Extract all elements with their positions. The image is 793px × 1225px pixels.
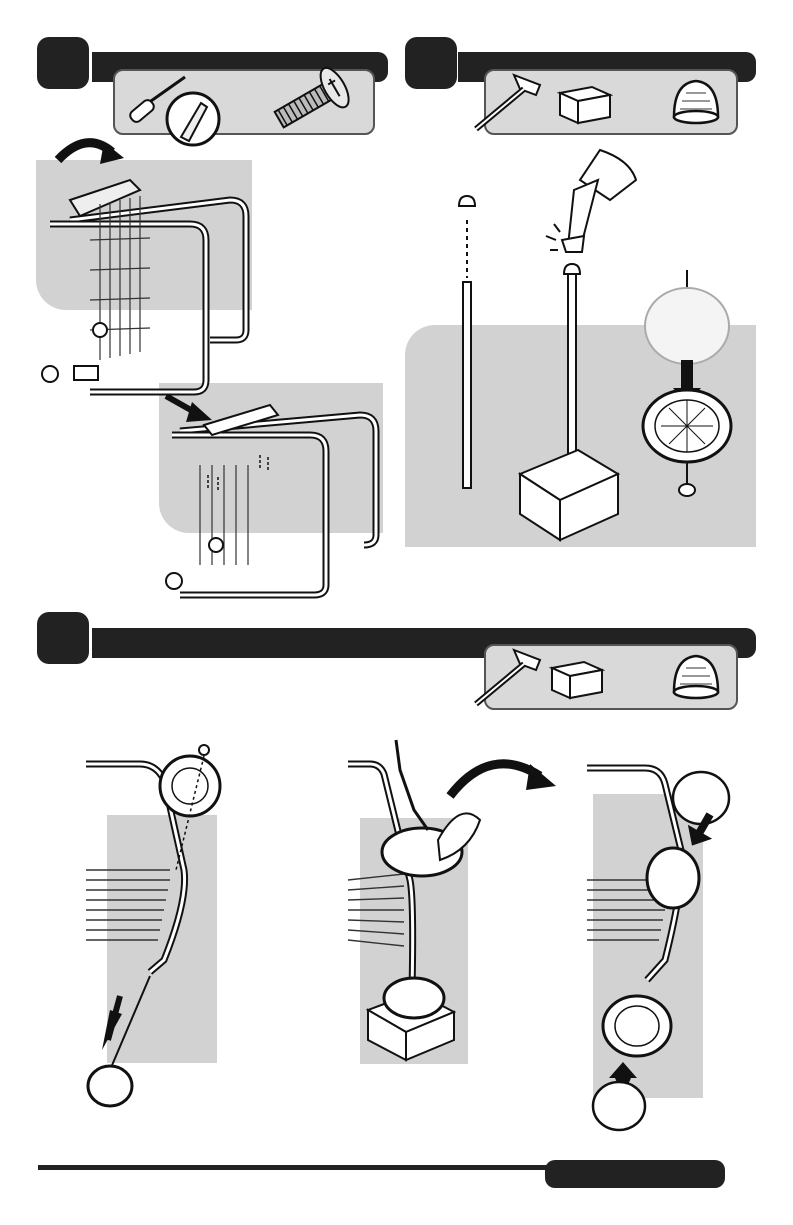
hubcap-icon — [666, 648, 726, 708]
step-1-tools — [113, 69, 375, 135]
footer-tab — [545, 1160, 725, 1188]
cart-leg-hubcap-c — [585, 760, 755, 1130]
screwdriver-tip-zoom-icon — [167, 83, 229, 145]
cart-leg-hammer-b — [340, 730, 510, 1070]
hammer-icon — [466, 642, 546, 712]
cart-leg-wheel-attach-a — [80, 740, 270, 1110]
step-3-badge — [37, 612, 89, 664]
step-2-badge — [405, 37, 457, 89]
wood-block-icon — [556, 79, 616, 129]
step-1-badge — [37, 37, 89, 89]
cart-frame-shelf-attach — [160, 395, 390, 605]
axle-rod-on-block — [518, 260, 628, 540]
axle-rod-with-cap — [447, 190, 487, 490]
hubcap-icon — [666, 73, 726, 133]
bolt-icon — [255, 63, 365, 143]
wheel-onto-axle — [635, 270, 745, 500]
step-3-tools — [484, 644, 738, 710]
footer-rule — [38, 1165, 558, 1170]
step-2-tools — [484, 69, 738, 135]
cart-frame-upside-down — [30, 160, 290, 400]
wood-block-icon — [548, 654, 608, 704]
hammer-icon — [466, 67, 546, 137]
hammer-hand-icon — [540, 140, 640, 270]
